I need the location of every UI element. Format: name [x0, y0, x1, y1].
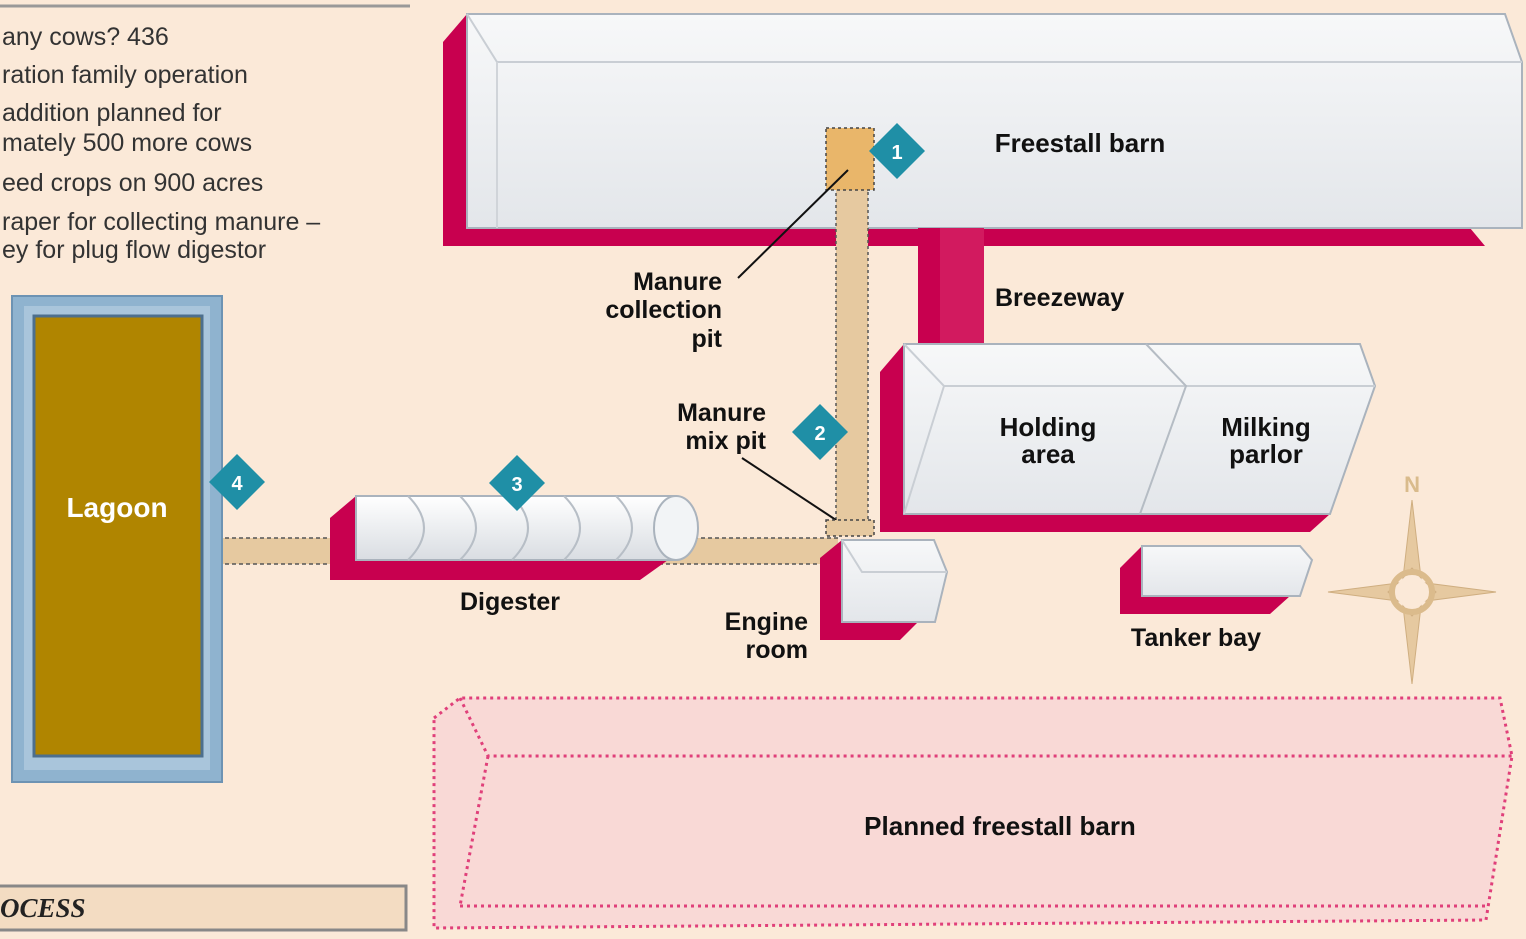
step-marker-2: 2 — [792, 404, 848, 460]
engine-room-label-2: room — [746, 636, 809, 664]
manure-mix-pit-label-2: mix pit — [685, 427, 766, 455]
fact-scraper-1: raper for collecting manure – — [2, 208, 320, 236]
breezeway-label: Breezeway — [995, 284, 1124, 312]
step-number-4: 4 — [231, 473, 243, 495]
digester-label: Digester — [460, 588, 560, 616]
engine-room-label-1: Engine — [725, 608, 808, 636]
lagoon-label: Lagoon — [66, 492, 167, 523]
step-marker-4: 4 — [209, 454, 265, 510]
fact-operation: ration family operation — [2, 61, 248, 89]
manure-mix-pit-label-1: Manure — [677, 399, 766, 427]
process-heading: OCESS — [0, 893, 86, 923]
step-number-3: 3 — [511, 474, 522, 496]
breezeway: Breezeway — [918, 228, 1124, 346]
fact-addition-1: addition planned for — [2, 99, 222, 127]
compass-rose: N — [1327, 472, 1497, 685]
step-number-1: 1 — [891, 142, 902, 164]
fact-addition-2: mately 500 more cows — [2, 129, 252, 157]
compass-north-label: N — [1404, 472, 1420, 497]
step-marker-1: 1 — [869, 123, 925, 179]
tanker-bay: Tanker bay — [1120, 545, 1314, 652]
holding-area-label-1: Holding — [1000, 412, 1097, 442]
tanker-bay-label: Tanker bay — [1131, 624, 1261, 652]
freestall-barn-label: Freestall barn — [995, 128, 1166, 158]
collection-pit-leader — [737, 169, 849, 279]
manure-collection-pit-label-3: pit — [691, 325, 722, 353]
holding-area-label-2: area — [1021, 439, 1075, 469]
manure-mix-pit — [825, 519, 875, 537]
freestall-barn: Freestall barn — [443, 13, 1523, 246]
milking-parlor-label-2: parlor — [1229, 439, 1303, 469]
facts-panel: any cows? 436 ration family operation ad… — [0, 4, 410, 264]
step-number-2: 2 — [814, 423, 825, 445]
manure-collection-pit-label-1: Manure — [633, 268, 722, 296]
manure-channel — [737, 127, 875, 533]
holding-and-milking-building: Holding area Milking parlor — [880, 343, 1377, 532]
fact-scraper-2: ey for plug flow digestor — [2, 236, 266, 264]
manure-collection-pit — [825, 127, 875, 191]
step-marker-3: 3 — [489, 455, 545, 511]
milking-parlor-label-1: Milking — [1221, 412, 1311, 442]
lagoon: Lagoon — [11, 295, 223, 783]
digester: Digester — [330, 495, 699, 616]
process-heading-box: OCESS — [0, 884, 408, 932]
engine-room: Engine room — [725, 539, 949, 664]
fact-cows: any cows? 436 — [2, 23, 169, 51]
planned-freestall-barn: Planned freestall barn — [432, 696, 1514, 930]
fact-crops: eed crops on 900 acres — [2, 169, 263, 197]
manure-collection-pit-label-2: collection — [605, 296, 722, 324]
planned-freestall-barn-label: Planned freestall barn — [864, 811, 1136, 841]
mix-pit-leader — [741, 457, 837, 521]
